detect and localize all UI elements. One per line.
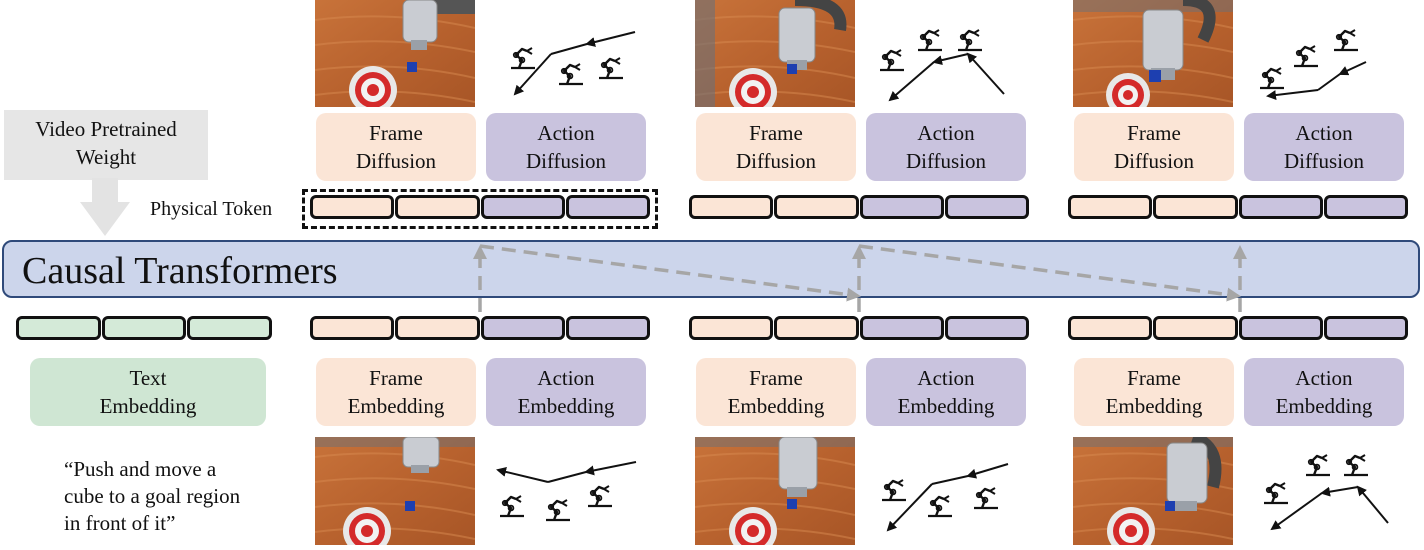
video-pretrained-weight-label: Video Pretrained Weight	[35, 117, 177, 169]
frame-token	[310, 316, 395, 340]
scene-image-bottom-3	[1073, 437, 1233, 545]
action-diffusion-label-1: Action Diffusion	[486, 113, 646, 181]
action-token	[480, 316, 565, 340]
action-token	[1238, 316, 1323, 340]
frame-embedding-label-2: Frame Embedding	[696, 358, 856, 426]
physical-token-dashed-box	[302, 189, 658, 229]
scene-image-bottom-2	[695, 437, 855, 545]
scene-image-top-1	[315, 0, 475, 107]
instruction-text: “Push and move a cube to a goal region i…	[64, 457, 241, 535]
input-token-bar-2	[689, 316, 1029, 340]
pretrained-down-arrow	[80, 178, 130, 236]
text-token	[16, 316, 101, 340]
input-token-bar-3	[1068, 316, 1408, 340]
action-trajectory-top-2	[878, 28, 1005, 102]
frame-diffusion-label-3: Frame Diffusion	[1074, 113, 1234, 181]
scene-image-top-2	[695, 0, 855, 107]
action-trajectory-bottom-1	[496, 461, 637, 522]
action-embedding-label-3: Action Embedding	[1244, 358, 1404, 426]
action-token	[1323, 316, 1408, 340]
text-embedding-label: Text Embedding	[30, 358, 266, 426]
action-token	[480, 195, 565, 219]
causal-transformers-label: Causal Transformers	[22, 250, 338, 292]
action-token	[565, 316, 650, 340]
frame-diffusion-label-1: Frame Diffusion	[316, 113, 476, 181]
action-token	[859, 316, 944, 340]
frame-embedding-label-1: Frame Embedding	[316, 358, 476, 426]
output-token-bar-1	[310, 195, 650, 219]
physical-token-label: Physical Token	[150, 198, 273, 220]
action-token	[944, 195, 1029, 219]
action-token	[1238, 195, 1323, 219]
frame-diffusion-label-2: Frame Diffusion	[696, 113, 856, 181]
action-token	[944, 316, 1029, 340]
frame-token	[774, 195, 859, 219]
output-token-bar-3	[1068, 195, 1408, 219]
action-token	[1323, 195, 1408, 219]
frame-token	[1068, 316, 1153, 340]
action-trajectory-bottom-3	[1262, 453, 1389, 531]
action-trajectory-top-3	[1258, 28, 1367, 101]
text-token-bar	[16, 316, 273, 340]
action-embedding-label-2: Action Embedding	[866, 358, 1026, 426]
text-token	[101, 316, 187, 340]
scene-image-bottom-1	[315, 437, 475, 545]
frame-token	[310, 195, 395, 219]
action-diffusion-label-3: Action Diffusion	[1244, 113, 1404, 181]
frame-token	[395, 316, 480, 340]
frame-token	[395, 195, 480, 219]
action-trajectory-top-1	[509, 31, 636, 96]
text-token	[187, 316, 273, 340]
causal-transformers-block: Causal Transformers	[2, 240, 1420, 298]
action-trajectory-bottom-2	[880, 463, 1009, 532]
output-token-bar-2	[689, 195, 1029, 219]
action-embedding-label-1: Action Embedding	[486, 358, 646, 426]
scene-image-top-3	[1073, 0, 1233, 107]
video-pretrained-weight-box	[4, 110, 208, 180]
action-token	[565, 195, 650, 219]
frame-token	[1153, 195, 1238, 219]
frame-embedding-label-3: Frame Embedding	[1074, 358, 1234, 426]
frame-token	[774, 316, 859, 340]
input-token-bar-1	[310, 316, 650, 340]
frame-token	[1153, 316, 1238, 340]
frame-token	[1068, 195, 1153, 219]
frame-token	[689, 195, 774, 219]
action-token	[859, 195, 944, 219]
action-diffusion-label-2: Action Diffusion	[866, 113, 1026, 181]
frame-token	[689, 316, 774, 340]
